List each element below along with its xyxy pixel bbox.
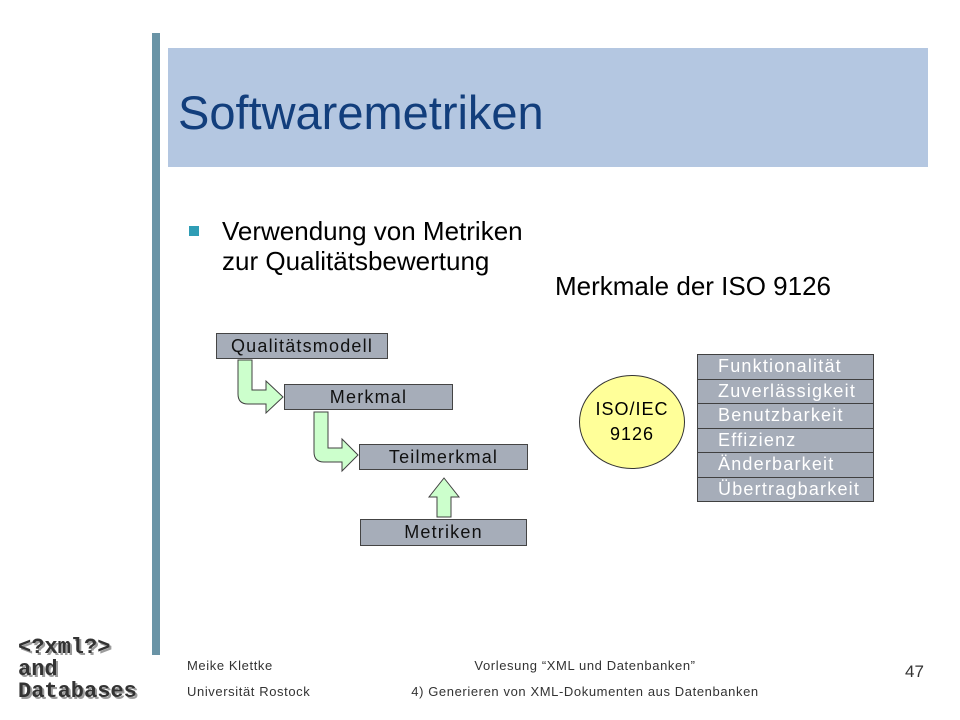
characteristic-row: Funktionalität (697, 354, 874, 380)
footer-chapter: 4) Generieren von XML-Dokumenten aus Dat… (411, 684, 759, 699)
square-bullet-icon (189, 226, 199, 236)
footer-institution: Universität Rostock (187, 684, 311, 699)
characteristic-row: Benutzbarkeit (697, 403, 874, 429)
characteristic-row: Effizienz (697, 427, 874, 453)
title-band (168, 48, 928, 167)
box-label: Teilmerkmal (388, 446, 499, 467)
bullet-line-1: Verwendung von Metriken (222, 216, 523, 246)
footer-course-block: Vorlesung “XML und Datenbanken” 4) Gener… (385, 658, 785, 700)
characteristic-row: Übertragbarkeit (697, 476, 874, 502)
arrow-metrics-to-subfeature (427, 477, 461, 518)
arrow-model-to-feature (237, 359, 284, 415)
characteristic-row: Zuverlässigkeit (697, 378, 874, 404)
bullet-line-2: zur Qualitätsbewertung (222, 246, 490, 276)
box-quality-model: Qualitätsmodell (216, 333, 388, 359)
characteristic-row: Änderbarkeit (697, 452, 874, 478)
footer-course: Vorlesung “XML und Datenbanken” (474, 658, 696, 673)
logo-line-1: <?xml?> (18, 635, 111, 660)
logo-line-3: Databases (18, 679, 137, 704)
footer-author: Meike Klettke (187, 658, 273, 673)
box-metrics: Metriken (360, 519, 527, 546)
logo-line-2: and (18, 657, 58, 682)
arrow-feature-to-subfeature (313, 411, 359, 473)
box-label: Metriken (404, 522, 483, 542)
slide-title: Softwaremetriken (178, 86, 544, 139)
xml-databases-logo: <?xml?> and Databases (18, 637, 137, 703)
box-subfeature: Teilmerkmal (359, 444, 528, 470)
footer-author-block: Meike Klettke Universität Rostock (187, 658, 310, 700)
box-label: Merkmal (329, 386, 408, 407)
page-number: 47 (905, 662, 924, 681)
iso-heading: Merkmale der ISO 9126 (555, 271, 832, 301)
ellipse-line-1: ISO/IEC (595, 399, 669, 419)
ellipse-line-2: 9126 (609, 424, 655, 444)
characteristics-stack: Funktionalität Zuverlässigkeit Benutzbar… (697, 354, 874, 502)
side-accent-bar (152, 33, 160, 655)
iso-ellipse: ISO/IEC 9126 (579, 375, 685, 469)
box-feature: Merkmal (284, 384, 453, 410)
box-label: Qualitätsmodell (230, 335, 374, 356)
bullet-text: Verwendung von Metriken zur Qualitätsbew… (222, 216, 523, 276)
